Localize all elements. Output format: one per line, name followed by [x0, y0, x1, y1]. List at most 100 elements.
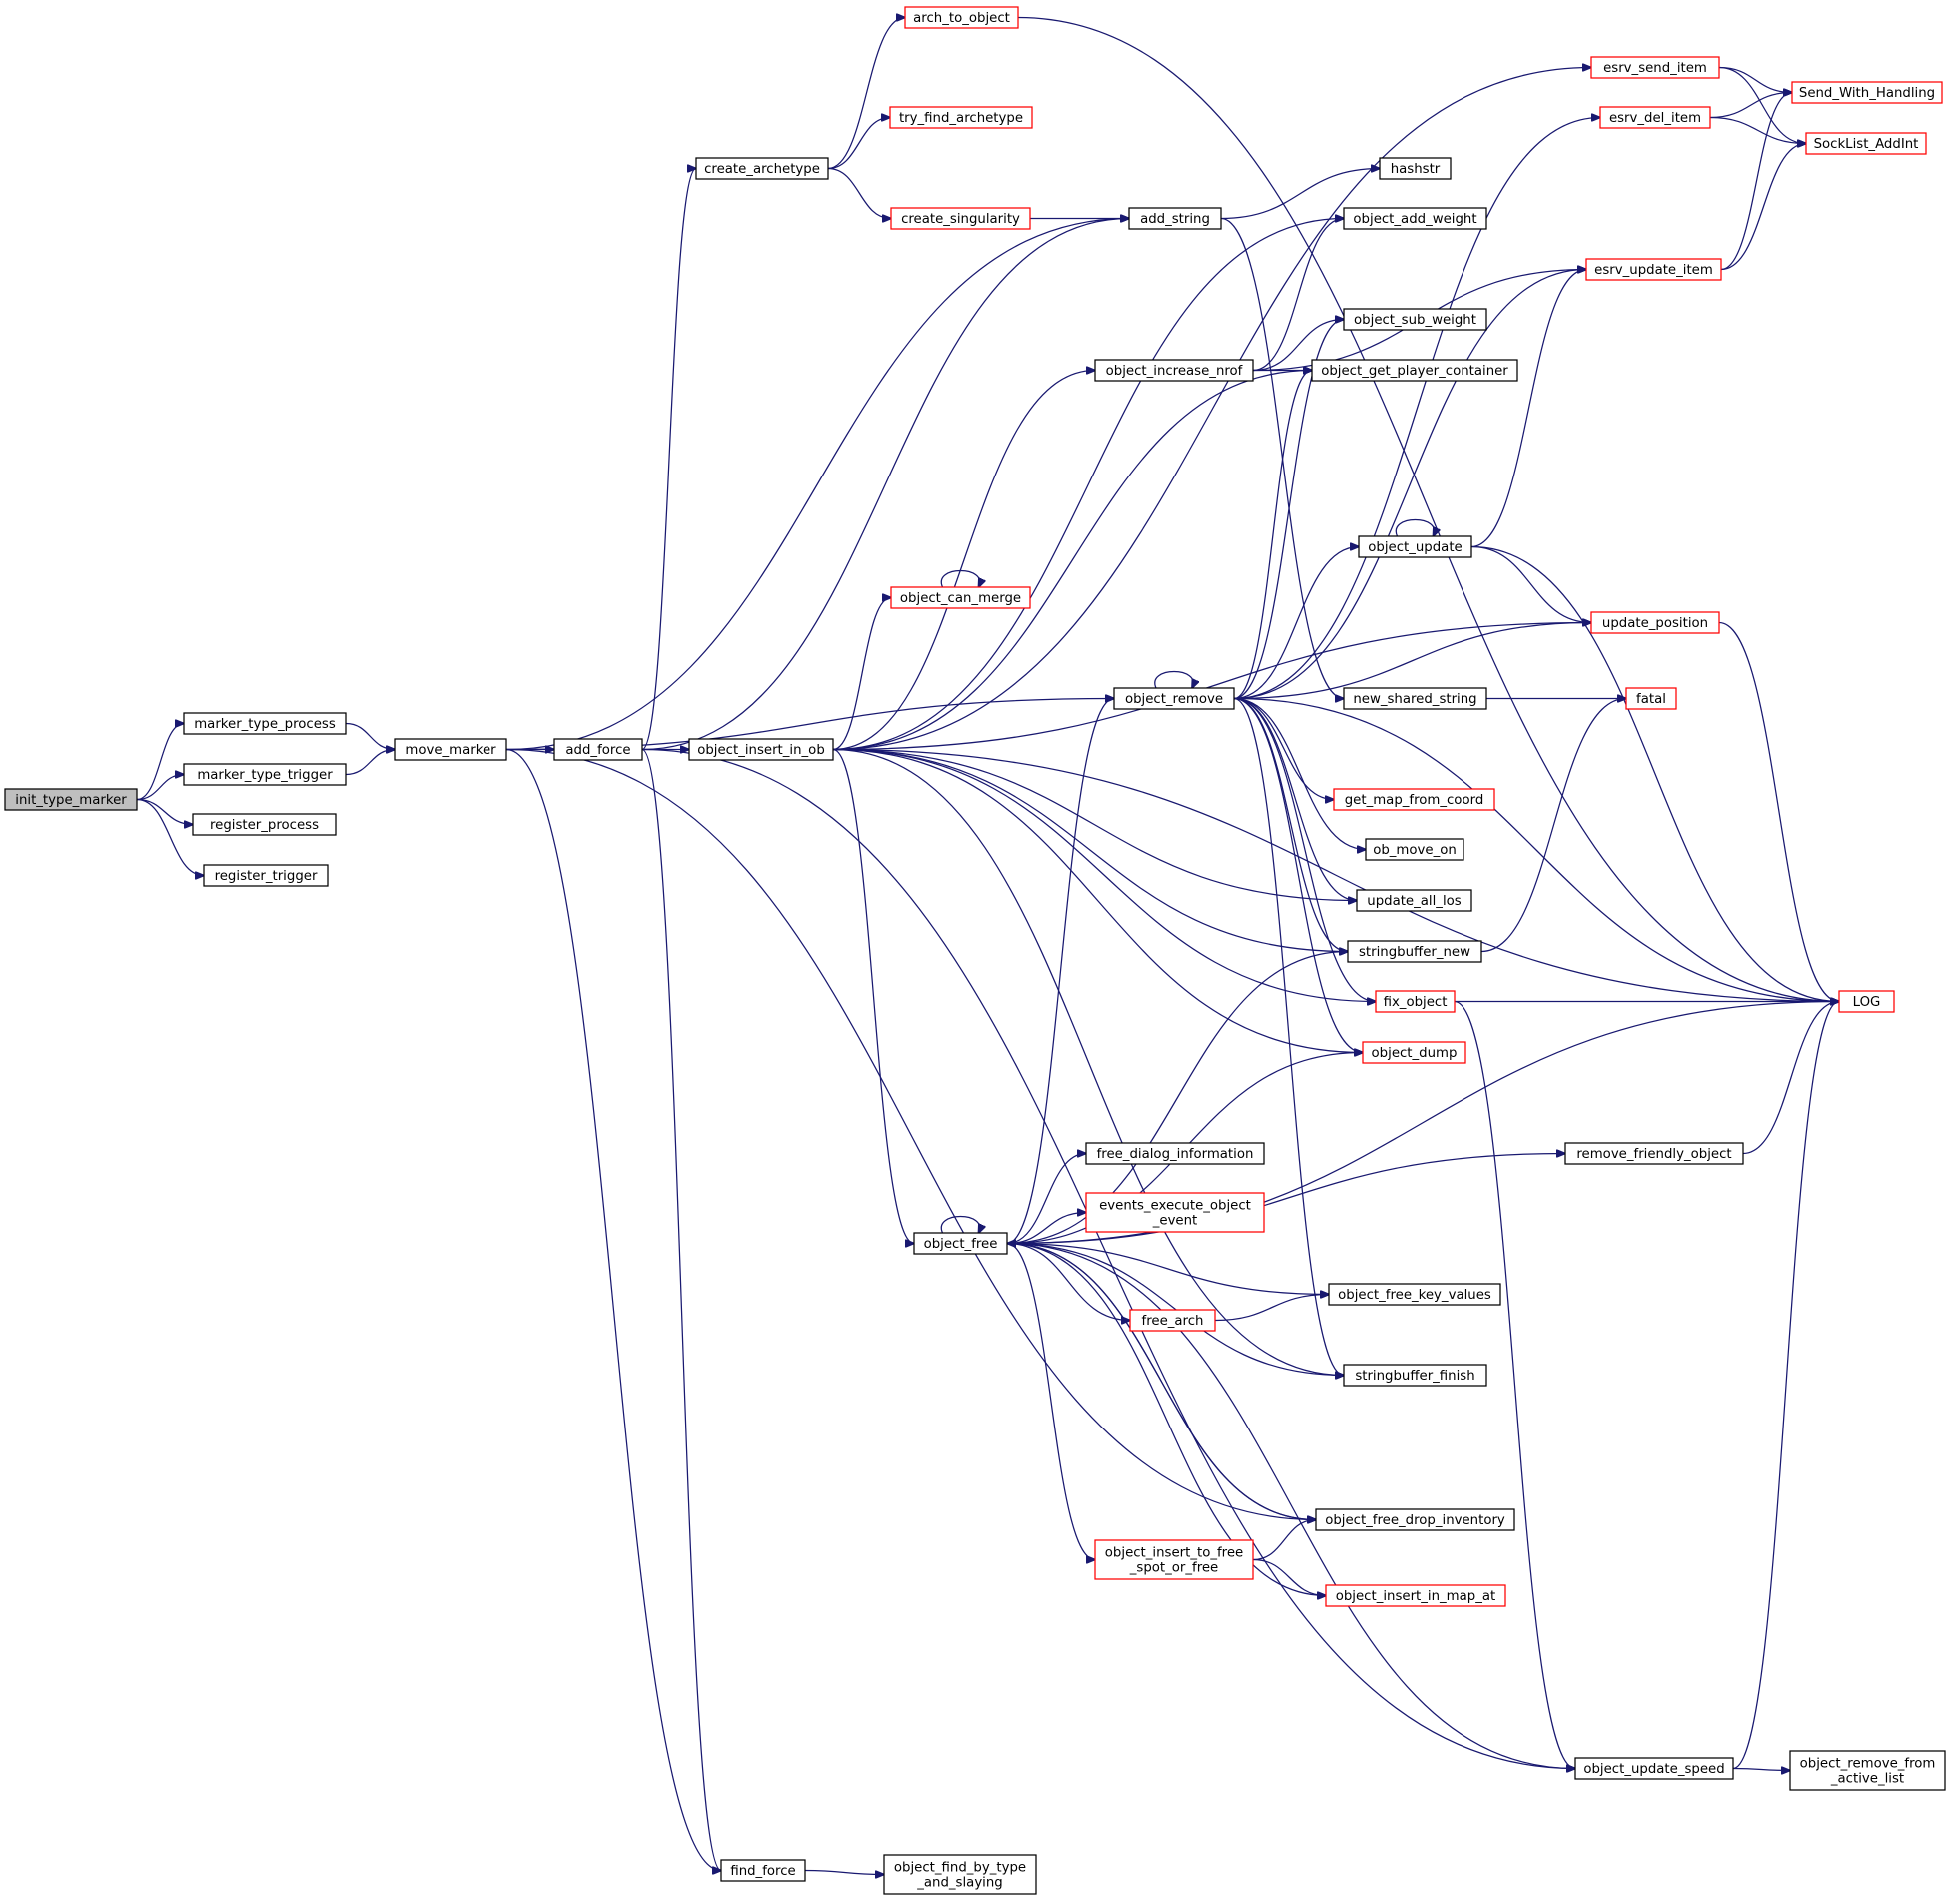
node-get_map_from_coord[interactable]: get_map_from_coord [1333, 788, 1495, 811]
node-label: SockList_AddInt [1814, 137, 1919, 152]
node-object_find_by_type_and_slaying[interactable]: object_find_by_type_and_slaying [883, 1854, 1037, 1895]
node-hashstr[interactable]: hashstr [1379, 157, 1452, 180]
node-remove_friendly_object[interactable]: remove_friendly_object [1564, 1142, 1744, 1165]
node-box [1085, 1142, 1265, 1165]
node-label: hashstr [1391, 162, 1441, 177]
node-add_force[interactable]: add_force [553, 738, 643, 761]
node-box [1094, 359, 1254, 382]
edge-object_insert_in_ob-to-update_position [832, 623, 1591, 751]
node-label: create_archetype [704, 162, 820, 177]
edge-move_marker-to-add_string [505, 219, 1129, 751]
node-object_insert_in_map_at[interactable]: object_insert_in_map_at [1325, 1584, 1506, 1607]
node-object_update[interactable]: object_update [1358, 535, 1472, 558]
node-label: marker_type_trigger [197, 768, 333, 783]
node-new_shared_string[interactable]: new_shared_string [1343, 687, 1487, 710]
edge-esrv_update_item-to-Send_With_Handling [1720, 93, 1792, 271]
edge-object_free-to-object_remove [1006, 699, 1114, 1245]
node-box [1599, 106, 1711, 129]
node-label: esrv_update_item [1594, 263, 1713, 278]
edge-object_increase_nrof-to-object_sub_weight [1252, 320, 1344, 372]
edge-object_increase_nrof-to-object_add_weight [1252, 219, 1344, 372]
node-label: create_singularity [901, 212, 1020, 227]
node-Send_With_Handling[interactable]: Send_With_Handling [1791, 81, 1943, 104]
node-SockList_AddInt[interactable]: SockList_AddInt [1805, 132, 1927, 155]
node-label: find_force [730, 1864, 795, 1879]
node-add_string[interactable]: add_string [1128, 207, 1222, 230]
edge-object_free-to-remove_friendly_object [1006, 1154, 1565, 1245]
node-events_execute_object_event[interactable]: events_execute_object_event [1085, 1192, 1265, 1233]
node-object_free[interactable]: object_free [913, 1232, 1008, 1255]
node-create_singularity[interactable]: create_singularity [890, 207, 1031, 230]
node-register_process[interactable]: register_process [192, 813, 337, 836]
node-label: arch_to_object [913, 11, 1010, 26]
node-object_add_weight[interactable]: object_add_weight [1343, 207, 1487, 230]
node-object_update_speed[interactable]: object_update_speed [1574, 1757, 1734, 1780]
node-object_remove_from_active_list[interactable]: object_remove_from_active_list [1789, 1750, 1946, 1791]
node-object_free_key_values[interactable]: object_free_key_values [1328, 1283, 1501, 1306]
node-update_all_los[interactable]: update_all_los [1356, 889, 1472, 912]
node-free_arch[interactable]: free_arch [1129, 1309, 1216, 1332]
edge-object_can_merge-to-object_can_merge [940, 570, 979, 588]
node-object_get_player_container[interactable]: object_get_player_container [1311, 359, 1518, 382]
node-object_remove[interactable]: object_remove [1113, 687, 1235, 710]
node-box [183, 712, 347, 735]
node-esrv_send_item[interactable]: esrv_send_item [1590, 56, 1720, 79]
node-init_type_marker[interactable]: init_type_marker [4, 788, 138, 811]
node-find_force[interactable]: find_force [720, 1859, 806, 1882]
node-fatal[interactable]: fatal [1625, 687, 1677, 710]
node-register_trigger[interactable]: register_trigger [203, 864, 329, 887]
node-box [1328, 1283, 1501, 1306]
node-object_dump[interactable]: object_dump [1362, 1041, 1466, 1064]
node-label: object_free_key_values [1338, 1288, 1491, 1303]
node-label: object_get_player_container [1321, 364, 1508, 379]
node-box [394, 738, 507, 761]
node-object_insert_to_free_spot_or_free[interactable]: object_insert_to_free_spot_or_free [1094, 1539, 1254, 1580]
node-move_marker[interactable]: move_marker [394, 738, 507, 761]
node-box [1347, 940, 1482, 963]
node-object_sub_weight[interactable]: object_sub_weight [1343, 308, 1487, 331]
node-object_free_drop_inventory[interactable]: object_free_drop_inventory [1315, 1508, 1515, 1531]
edge-marker_type_process-to-move_marker [345, 722, 395, 750]
node-object_increase_nrof[interactable]: object_increase_nrof [1094, 359, 1254, 382]
edge-object_remove-to-object_remove [1154, 671, 1193, 689]
node-object_insert_in_ob[interactable]: object_insert_in_ob [688, 738, 834, 761]
node-try_find_archetype[interactable]: try_find_archetype [889, 106, 1033, 129]
edge-object_insert_in_ob-to-object_dump [832, 748, 1363, 1053]
node-update_position[interactable]: update_position [1590, 611, 1720, 634]
node-box [1343, 308, 1487, 331]
node-create_archetype[interactable]: create_archetype [695, 157, 829, 180]
edge-add_force-to-create_archetype [641, 169, 696, 751]
node-label: _event [1152, 1214, 1198, 1229]
edge-object_free-to-object_insert_in_map_at [1006, 1242, 1326, 1596]
node-free_dialog_information[interactable]: free_dialog_information [1085, 1142, 1265, 1165]
node-label: update_position [1602, 616, 1708, 631]
node-object_can_merge[interactable]: object_can_merge [890, 586, 1031, 609]
node-box [1564, 1142, 1744, 1165]
edge-remove_friendly_object-to-LOG [1742, 1002, 1839, 1155]
node-LOG[interactable]: LOG [1838, 990, 1895, 1013]
node-label: object_update [1368, 540, 1462, 555]
node-esrv_del_item[interactable]: esrv_del_item [1599, 106, 1711, 129]
edge-object_insert_in_ob-to-stringbuffer_finish [832, 748, 1344, 1376]
edge-object_free-to-free_dialog_information [1006, 1154, 1086, 1245]
edge-object_remove-to-esrv_del_item [1233, 118, 1600, 700]
node-arch_to_object[interactable]: arch_to_object [904, 6, 1019, 29]
edge-object_remove-to-object_get_player_container [1233, 371, 1312, 700]
node-label: object_remove_from [1800, 1757, 1936, 1772]
node-marker_type_trigger[interactable]: marker_type_trigger [183, 763, 347, 786]
node-marker_type_process[interactable]: marker_type_process [183, 712, 347, 735]
node-esrv_update_item[interactable]: esrv_update_item [1585, 258, 1722, 281]
node-ob_move_on[interactable]: ob_move_on [1365, 838, 1464, 861]
node-stringbuffer_finish[interactable]: stringbuffer_finish [1343, 1364, 1487, 1387]
edge-object_free_drop_inventory-to-object_free [1007, 1244, 1317, 1521]
node-label: object_insert_in_map_at [1336, 1589, 1496, 1604]
edge-object_remove-to-LOG [1233, 697, 1839, 1002]
node-box [1094, 1539, 1254, 1580]
edge-add_force-to-add_string [641, 219, 1129, 751]
node-label: ob_move_on [1373, 843, 1457, 858]
node-fix_object[interactable]: fix_object [1375, 990, 1456, 1013]
edge-object_update-to-update_position [1470, 545, 1591, 623]
node-stringbuffer_new[interactable]: stringbuffer_new [1347, 940, 1482, 963]
node-box [1358, 535, 1472, 558]
node-label: register_trigger [215, 869, 318, 884]
